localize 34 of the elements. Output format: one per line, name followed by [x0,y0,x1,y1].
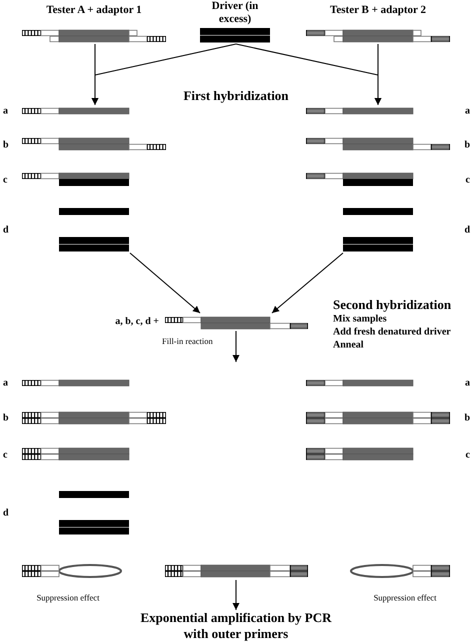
row-letter: b [464,140,470,150]
sample-heading: Tester B + adaptor 2 [329,4,427,17]
row-letter: d [3,508,9,518]
section-title: First hybridization [183,88,289,104]
row-letter: d [3,224,9,236]
section-title: Second hybridization [333,298,452,312]
note-text: Suppression effect [374,593,436,603]
row-letter: c [3,450,8,460]
row-letter: b [464,412,470,424]
row-letter: a [3,106,8,116]
row-letter: a [3,378,8,388]
result-text: Exponential amplification by PCR with outer primers [139,610,333,642]
edge-label: Fill-in reaction [162,336,213,346]
arrow [236,44,382,106]
row-letter: b [3,412,9,424]
row-letter: c [466,450,470,460]
step-text: Mix samples [333,314,387,324]
arrow [232,330,240,362]
arrow [130,252,200,314]
node-caption: a, b, c, d + [114,315,159,329]
step-text: Anneal [333,340,364,350]
row-letter: d [464,224,470,236]
sample-heading: Driver (in excess) [210,0,260,26]
row-letter: a [465,106,470,116]
step-text: Add fresh denatured driver [333,326,451,338]
row-letter: c [466,174,470,186]
sample-heading: Tester A + adaptor 1 [45,4,143,17]
arrow [272,252,344,314]
note-text: Suppression effect [36,593,100,603]
arrow [92,44,236,106]
row-letter: c [3,174,8,186]
row-letter: b [3,140,9,150]
row-letter: a [465,378,470,388]
arrow [232,580,240,610]
